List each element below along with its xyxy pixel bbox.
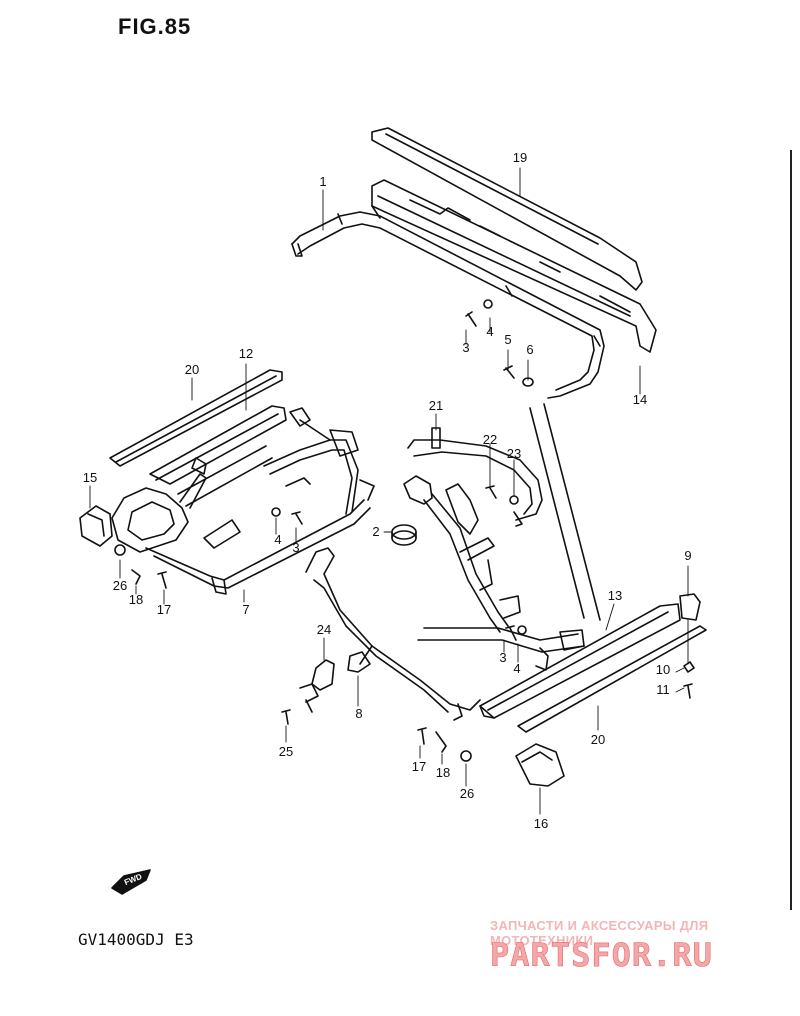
watermark-tagline: ЗАПЧАСТИ И АКСЕССУАРЫ ДЛЯ МОТОТЕХНИКИ: [490, 918, 709, 948]
callout-labels: 1233344456789101112131415161717181819202…: [83, 150, 692, 831]
connecting-rod: [529, 403, 601, 621]
callout-17: 17: [412, 759, 426, 774]
callout-6: 6: [526, 342, 533, 357]
callout-2: 2: [372, 524, 379, 539]
callout-4: 4: [274, 532, 281, 547]
callout-8: 8: [355, 706, 362, 721]
callout-5: 5: [504, 332, 511, 347]
callout-16: 16: [534, 816, 548, 831]
leader-lines: [89, 167, 689, 815]
svg-text:PARTSFOR.RU: PARTSFOR.RU: [490, 936, 713, 974]
part-13-right-rail: [479, 603, 681, 719]
callout-15: 15: [83, 470, 97, 485]
callout-3: 3: [292, 540, 299, 555]
part-19-upper-trim-strip: [371, 127, 643, 291]
callout-17: 17: [157, 602, 171, 617]
part-2-cushion: [391, 524, 417, 546]
callout-3: 3: [499, 650, 506, 665]
part-8-right-frame: [305, 475, 585, 721]
callout-10: 10: [656, 662, 670, 677]
part-1-upper-rail: [291, 205, 605, 399]
part-7-left-frame: [111, 407, 375, 595]
callout-18: 18: [436, 765, 450, 780]
part-15-left-end-cap: [79, 505, 113, 547]
callout-4: 4: [513, 661, 520, 676]
part-20-left-trim: [109, 369, 283, 467]
callout-12: 12: [239, 346, 253, 361]
callout-4: 4: [486, 324, 493, 339]
part-9-right-end-cap: [679, 593, 701, 621]
part-20-right-trim: [517, 625, 707, 733]
part-24-lock: [299, 659, 335, 713]
callout-9: 9: [684, 548, 691, 563]
model-code: GV1400GDJ E3: [78, 930, 194, 949]
callout-24: 24: [317, 622, 331, 637]
figure-title: FIG.85: [118, 14, 192, 39]
callout-26: 26: [113, 578, 127, 593]
callout-14: 14: [633, 392, 647, 407]
callout-20: 20: [591, 732, 605, 747]
part-12-left-rail: [149, 405, 287, 485]
callout-1: 1: [319, 174, 326, 189]
watermark-logo: PARTSFOR.RU: [490, 936, 713, 974]
callout-13: 13: [608, 588, 622, 603]
callout-20: 20: [185, 362, 199, 377]
callout-21: 21: [429, 398, 443, 413]
callout-19: 19: [513, 150, 527, 165]
callout-25: 25: [279, 744, 293, 759]
callout-18: 18: [129, 592, 143, 607]
callout-23: 23: [507, 446, 521, 461]
part-14-rail-cover: [371, 179, 657, 353]
fwd-arrow-icon: [111, 869, 151, 895]
callout-22: 22: [483, 432, 497, 447]
part-16-lower-end-cap: [515, 743, 565, 787]
callout-26: 26: [460, 786, 474, 801]
page-edge-rule: [790, 150, 800, 910]
callout-3: 3: [462, 340, 469, 355]
callout-7: 7: [242, 602, 249, 617]
callout-11: 11: [656, 682, 670, 697]
